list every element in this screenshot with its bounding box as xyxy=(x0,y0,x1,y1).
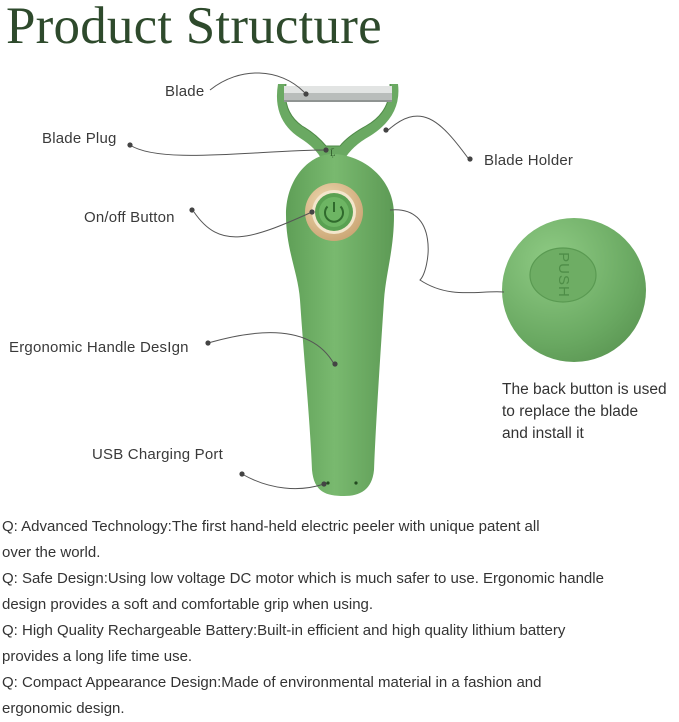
note-line: to replace the blade xyxy=(502,403,639,420)
usb-port-dot xyxy=(354,481,358,485)
note-line: The back button is used xyxy=(502,381,667,398)
back-button-art xyxy=(502,218,646,362)
usb-port-dot xyxy=(326,481,330,485)
push-label: PUSH xyxy=(555,252,572,298)
back-button-note: The back button is used to replace the b… xyxy=(502,379,678,445)
leader-lines xyxy=(129,72,505,490)
note-line: and install it xyxy=(502,425,584,442)
onoff-button-art xyxy=(305,183,363,241)
feature-line: Q: Compact Appearance Design:Made of env… xyxy=(2,674,542,691)
label-onoff-button: On/off Button xyxy=(84,209,175,226)
blade xyxy=(284,86,392,102)
feature-line: Q: Safe Design:Using low voltage DC moto… xyxy=(2,570,604,587)
power-icon xyxy=(324,202,344,223)
page-title: Product Structure xyxy=(6,0,382,55)
handle-body xyxy=(286,154,394,496)
feature-line: design provides a soft and comfortable g… xyxy=(2,596,374,613)
feature-line: over the world. xyxy=(2,544,101,561)
label-blade-holder: Blade Holder xyxy=(484,152,574,169)
feature-list: Q: Advanced Technology:The first hand-he… xyxy=(2,514,672,722)
feature-line: ergonomic design. xyxy=(2,700,125,717)
label-usb-port: USB Charging Port xyxy=(92,446,223,463)
label-handle-design: Ergonomic Handle DesIgn xyxy=(9,339,189,356)
feature-line: provides a long life time use. xyxy=(2,648,193,665)
label-blade-plug: Blade Plug xyxy=(42,130,117,147)
feature-line: Q: High Quality Rechargeable Battery:Bui… xyxy=(2,622,566,639)
label-blade: Blade xyxy=(165,83,205,100)
blade-plug-logo: Ḹ xyxy=(330,148,336,158)
leader-dots xyxy=(127,91,473,487)
blade-holder xyxy=(276,83,399,160)
feature-line: Q: Advanced Technology:The first hand-he… xyxy=(2,518,540,535)
